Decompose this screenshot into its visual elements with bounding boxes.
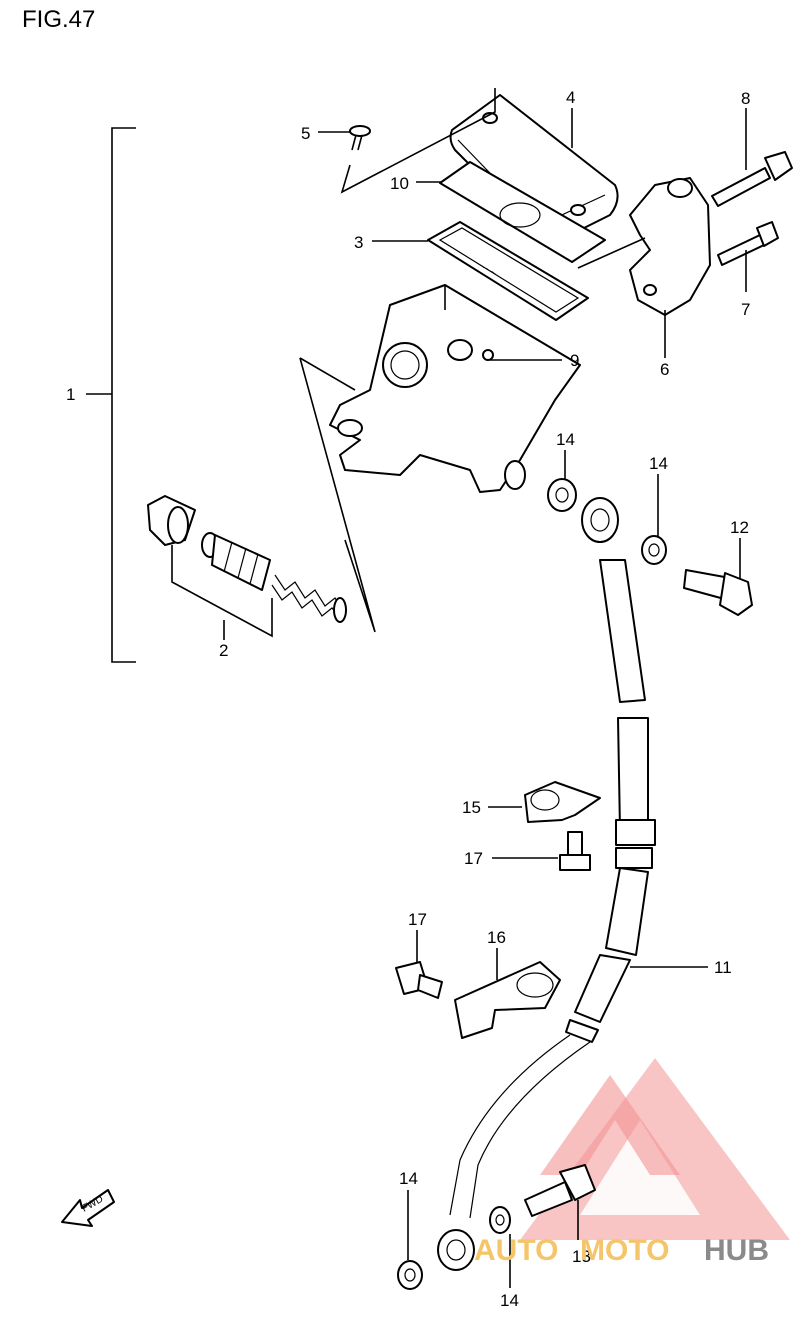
watermark-auto: AUTO — [474, 1234, 558, 1267]
hose-bracket-16 — [454, 961, 561, 1039]
watermark-moto: MOTO — [580, 1234, 669, 1267]
assembly-bracket-1 — [86, 127, 136, 663]
watermark-text: AUTO MOTO HUB — [474, 1234, 769, 1267]
callout-13: 13 — [572, 1247, 591, 1266]
callout-9: 9 — [570, 351, 579, 370]
watermark-logo — [520, 1058, 790, 1240]
callout-14-lower-left: 14 — [399, 1169, 418, 1188]
master-cylinder-body — [329, 284, 581, 493]
watermark-hub: HUB — [704, 1234, 769, 1267]
cap-guide-line — [340, 88, 496, 194]
clamp-bolt-lower — [717, 221, 779, 266]
leader-lines — [223, 108, 747, 1288]
forward-arrow-icon: FWD — [61, 1189, 115, 1227]
hose-clamp-15 — [524, 781, 601, 823]
clamp-bolt-upper — [711, 151, 793, 207]
clamp-bolt-17a — [559, 831, 591, 871]
callout-17-upper: 17 — [464, 849, 483, 868]
callout-14-upper-right: 14 — [649, 454, 668, 473]
piston-kit — [147, 495, 347, 623]
callout-17-lower: 17 — [408, 910, 427, 929]
banjo-bolt-lower — [524, 1164, 596, 1217]
callout-2: 2 — [219, 641, 228, 660]
sealing-washer-upper-2 — [641, 535, 667, 565]
callout-5: 5 — [301, 124, 310, 143]
sealing-washer-lower-2 — [397, 1260, 423, 1290]
callout-4: 4 — [566, 88, 575, 107]
callout-1: 1 — [66, 385, 75, 404]
clamp-bolt-17b — [395, 961, 443, 999]
callout-3: 3 — [354, 233, 363, 252]
cap-screw — [349, 125, 371, 151]
clamp-guide-line — [577, 237, 646, 269]
sealing-washer-upper-1 — [547, 478, 577, 512]
watermark-triangle-mid — [540, 1075, 680, 1175]
callout-14-lower-right: 14 — [500, 1291, 519, 1310]
callout-11: 11 — [714, 958, 732, 977]
body-guide-lower — [299, 357, 376, 633]
callout-7: 7 — [741, 300, 750, 319]
body-guide-upper — [299, 357, 356, 391]
brake-hose — [437, 559, 656, 1271]
callout-6: 6 — [660, 360, 669, 379]
banjo-bolt-upper — [683, 569, 753, 616]
watermark-triangle-inner — [580, 1120, 700, 1215]
hose-banjo-upper — [581, 497, 619, 543]
callout-10: 10 — [390, 174, 409, 193]
callout-16: 16 — [487, 928, 506, 947]
callout-8: 8 — [741, 89, 750, 108]
handlebar-clamp — [629, 177, 711, 316]
piston-kit-bracket — [171, 545, 273, 638]
figure-title: FIG.47 — [22, 6, 95, 33]
diaphragm-plate — [439, 161, 606, 263]
sealing-washer-lower-1 — [489, 1206, 511, 1234]
callout-14-upper-left: 14 — [556, 430, 575, 449]
callout-12: 12 — [730, 518, 749, 537]
callout-15: 15 — [462, 798, 481, 817]
